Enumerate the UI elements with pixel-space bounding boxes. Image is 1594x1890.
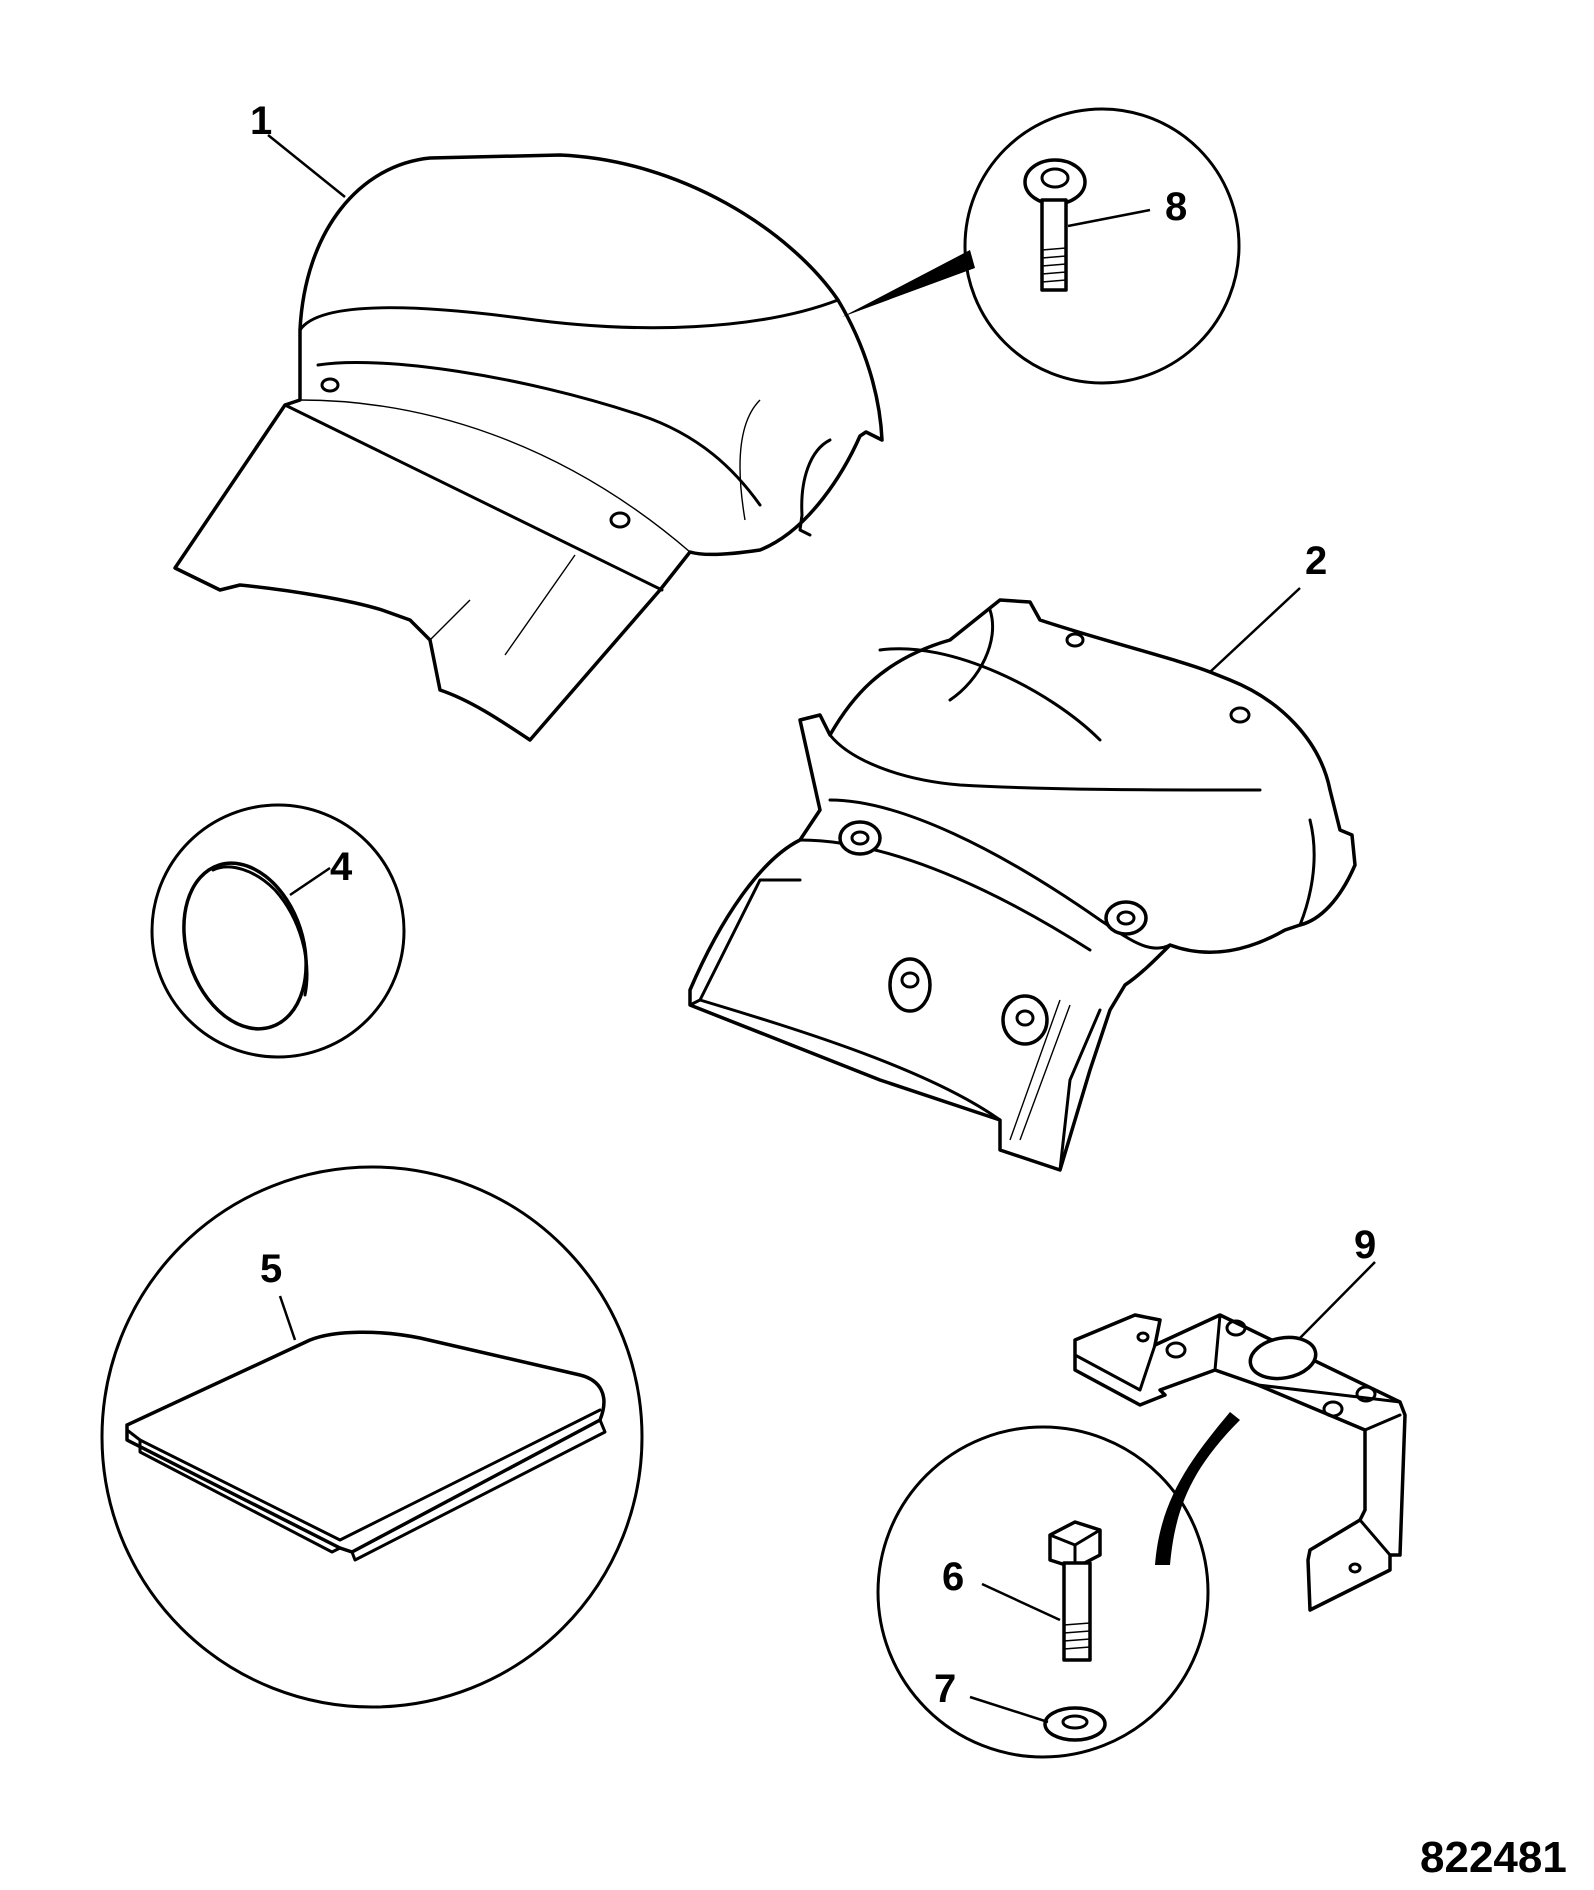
callout-7: 7: [934, 1667, 956, 1711]
part-2-lower-cowl: [688, 598, 1357, 1172]
callout-4: 4: [330, 845, 353, 889]
part-8-bolt-detail: [842, 107, 1241, 385]
part-4-plug-detail: [150, 803, 406, 1059]
callout-1: 1: [250, 99, 272, 143]
part-9-bracket: [1073, 1261, 1407, 1612]
callout-2: 2: [1305, 539, 1327, 583]
callout-8: 8: [1165, 185, 1187, 229]
callout-5: 5: [260, 1247, 282, 1291]
part-6-7-fixings-detail: [876, 1412, 1240, 1759]
part-5-pad-detail: [100, 1165, 644, 1709]
callout-6: 6: [942, 1555, 964, 1599]
figure-number: 822481: [1420, 1833, 1567, 1882]
callout-9: 9: [1354, 1223, 1376, 1267]
part-1-upper-cowl: [173, 153, 884, 742]
